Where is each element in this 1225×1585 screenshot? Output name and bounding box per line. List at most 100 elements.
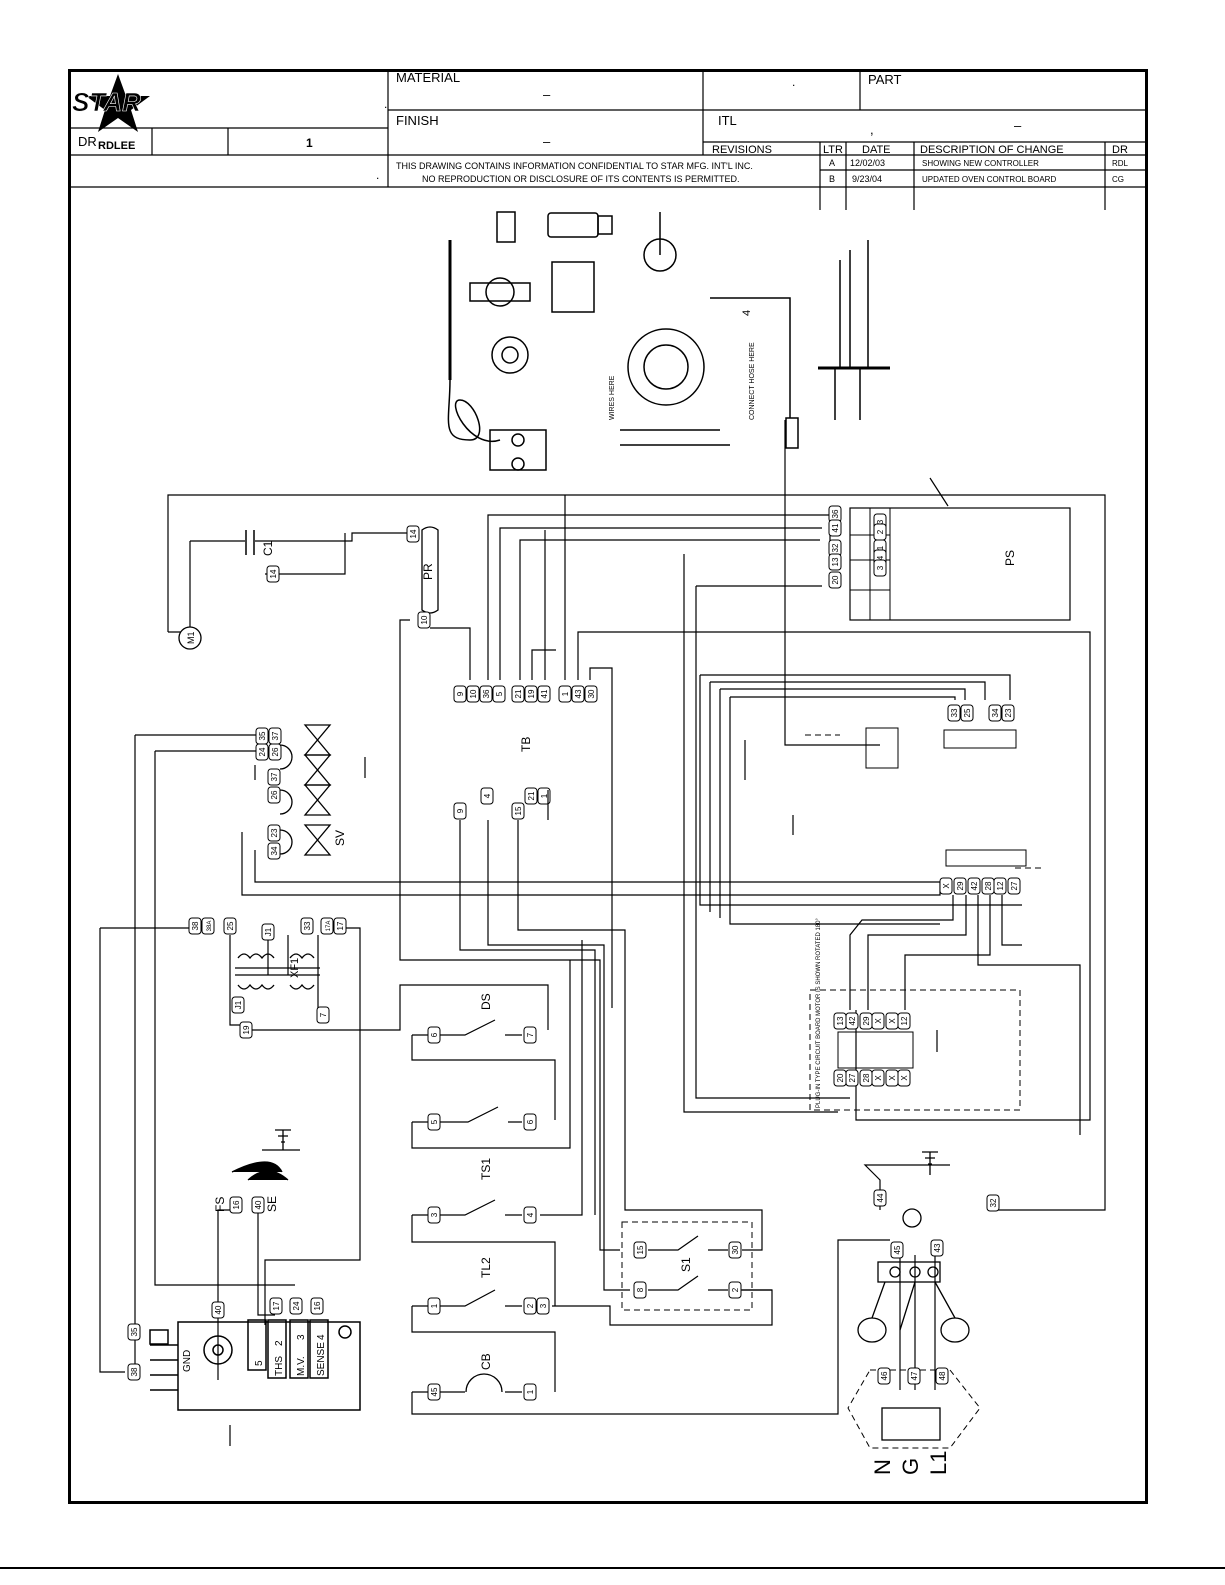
svg-text:27: 27 [848,1073,857,1082]
wire-tag-conn_top-2: 34 [988,704,1002,722]
svg-text:37: 37 [271,731,280,740]
wire-tag-w14b: 14 [266,565,280,583]
wire-tag-valve1-3: 26 [268,743,282,761]
plug-dashed-outline [847,1369,981,1449]
svg-text:X: X [874,1075,883,1081]
wire-tag-xf-2: 25 [223,917,237,935]
power-supply-box [849,507,1071,621]
label-cb: CB [479,1353,493,1370]
part-limit-disc [491,336,529,374]
wire-tag-valve1-0: 35 [255,727,269,745]
svg-text:23: 23 [270,828,279,837]
svg-text:26: 26 [270,790,279,799]
svg-text:1: 1 [430,1303,439,1308]
svg-text:28: 28 [862,1073,871,1082]
part-pressure-switch [627,328,705,406]
svg-text:6: 6 [430,1032,439,1037]
svg-text:25: 25 [963,708,972,717]
wire-tag-fs_se-0: 16 [229,1196,243,1214]
wire-tag-switches-0: 6 [427,1026,441,1044]
svg-text:14: 14 [269,569,278,578]
label-xf1: XF1 [289,958,301,978]
wire-tag-switches-9: 45 [427,1383,441,1401]
svg-text:41: 41 [831,523,840,532]
wire-tag-valve1-4: 26 [267,786,281,804]
svg-text:40: 40 [254,1200,263,1209]
wire-tag-tb_bot-4: 1 [537,787,551,805]
motor-m1 [178,626,202,650]
svg-text:35: 35 [258,731,267,740]
wire-tag-ps_pins-4: 3 [873,559,887,577]
svg-text:45: 45 [893,1245,902,1254]
svg-text:35: 35 [130,1327,139,1336]
label-ds: DS [479,993,493,1010]
board-terminal-strip [837,1031,914,1069]
circuit-breaker-cb [465,1373,503,1393]
wire-tag-valve1-5: 37 [267,768,281,786]
svg-text:3: 3 [876,519,885,524]
wire-tag-xf-6: 19 [239,1021,253,1039]
wire-tag-sv-1: 34 [267,842,281,860]
svg-text:21: 21 [527,791,536,800]
wire-tag-s1-0: 15 [633,1241,647,1259]
wire-tag-tb_bot-1: 4 [480,787,494,805]
wire-tag-switches-4: 3 [427,1206,441,1224]
wire-tag-xf-4: 17A [320,917,334,935]
svg-text:38: 38 [191,921,200,930]
dashed-boxes [621,734,1045,1449]
svg-text:16: 16 [313,1301,322,1310]
svg-text:7: 7 [526,1032,535,1037]
board-note: PLUG-IN TYPE CIRCUIT BOARD MOTOR IS SHOW… [816,918,822,1108]
wire-tag-ps_pins-1: 2 [873,523,887,541]
bottom-rule [0,1567,1225,1569]
wire-tag-switches-5: 4 [523,1206,537,1224]
wire-tag-board-1: 42 [845,1012,859,1030]
material-label: MATERIAL [396,70,460,85]
wire-tag-tb_bot-2: 15 [511,802,525,820]
wire-tag-plug-2: 45 [890,1241,904,1259]
wire-tag-conn_top-1: 25 [960,704,974,722]
svg-text:36: 36 [482,689,491,698]
svg-text:9: 9 [456,808,465,813]
wire-tag-board-11: X [897,1069,911,1087]
svg-text:34: 34 [991,708,1000,717]
material-value: – [543,87,551,102]
wire-tag-xf-0: 38 [188,917,202,935]
wire-tag-xf-5: 17 [333,917,347,935]
gas-valves [279,724,332,856]
svg-text:43: 43 [933,1243,942,1252]
ctrl-label-3: 3 [296,1334,307,1340]
parts-illustration [447,211,890,471]
svg-text:9: 9 [456,691,465,696]
svg-text:30: 30 [731,1245,740,1254]
svg-text:3: 3 [876,565,885,570]
dot-2: . [376,168,379,182]
svg-text:1: 1 [561,691,570,696]
wire-tag-switches-2: 5 [427,1113,441,1131]
part-probe-wire [710,297,791,418]
dot-3: . [792,75,795,89]
wire-tag-plug-3: 43 [930,1239,944,1257]
svg-text:28: 28 [984,881,993,890]
svg-text:13: 13 [836,1016,845,1025]
wire-tag-conn_mid-1: 29 [953,877,967,895]
wire-tag-switches-8: 3 [536,1297,550,1315]
part-thermostat-bracket [469,282,531,302]
rev-b-ltr: B [829,174,835,184]
svg-text:5: 5 [495,691,504,696]
svg-text:46: 46 [880,1371,889,1380]
ctrl-label-ths: THS [274,1356,285,1376]
svg-text:33: 33 [303,921,312,930]
drawn-by-label: DR [78,134,97,149]
wire-tag-w14a: 14 [406,525,420,543]
svg-text:1: 1 [540,793,549,798]
rev-a-date: 12/02/03 [850,158,885,168]
wire-tag-tb_top-9: 30 [584,685,598,703]
svg-text:42: 42 [848,1016,857,1025]
svg-text:19: 19 [242,1025,251,1034]
wire-tag-fs_se-1: 40 [251,1196,265,1214]
svg-text:3: 3 [430,1212,439,1217]
wire-tag-ps_terms-4: 20 [828,571,842,589]
wire-tag-board-4: X [885,1012,899,1030]
